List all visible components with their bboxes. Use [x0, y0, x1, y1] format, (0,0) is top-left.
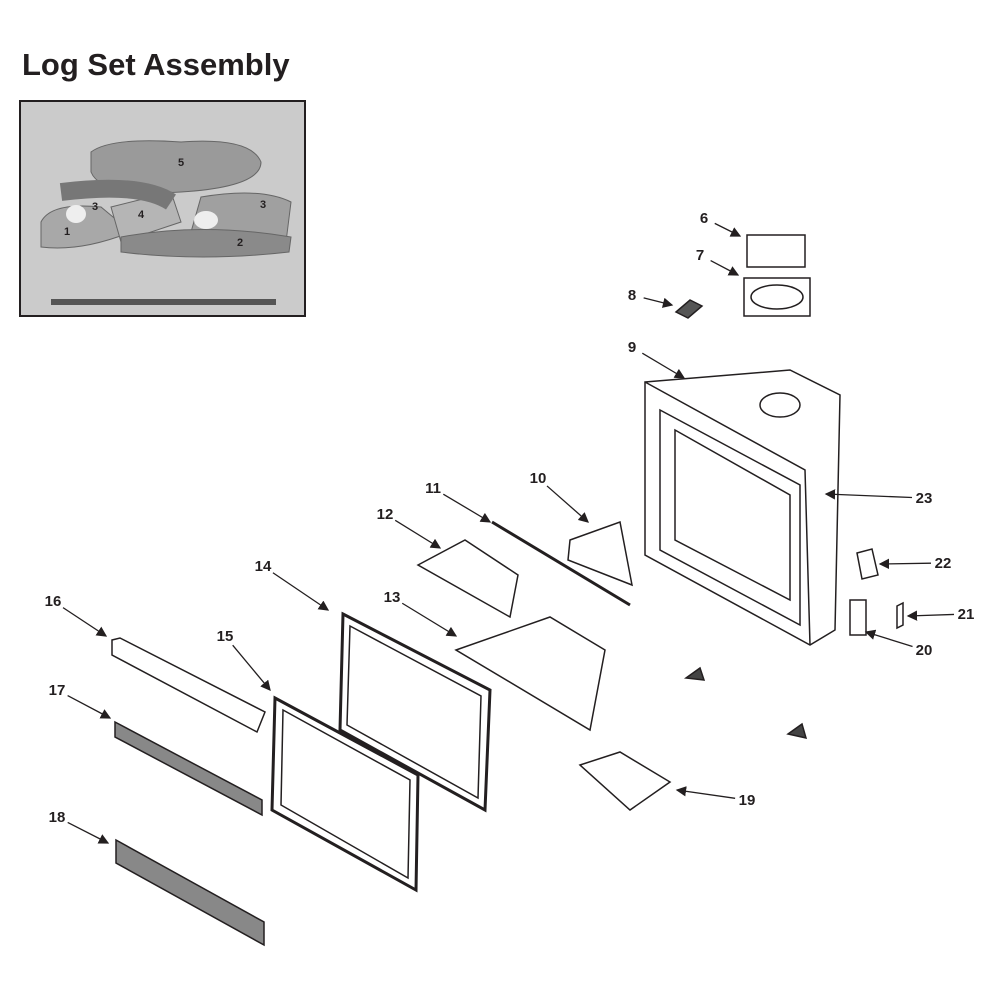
callout-arrow	[272, 572, 330, 611]
part-20-switch	[849, 599, 867, 636]
callout-arrow	[864, 629, 913, 648]
callout-label: 13	[384, 589, 401, 606]
callout-arrow	[62, 607, 108, 637]
callout-arrow	[906, 610, 955, 621]
part-6-cover	[746, 234, 806, 268]
callout-12: 12	[377, 506, 442, 549]
page-title: Log Set Assembly	[22, 47, 290, 82]
callout-arrow	[643, 297, 674, 308]
part-8-bracket	[674, 299, 704, 319]
callout-label: 18	[49, 809, 66, 826]
log-label: 5	[178, 157, 184, 169]
log-label: 4	[138, 209, 145, 221]
callout-21: 21	[906, 606, 975, 623]
callout-arrow	[878, 558, 932, 570]
callout-label: 19	[739, 792, 756, 809]
part-16-trim	[111, 637, 266, 734]
callout-22: 22	[878, 555, 952, 572]
callout-arrow	[442, 493, 492, 523]
callout-label: 12	[377, 506, 394, 523]
callout-17: 17	[49, 682, 112, 719]
callout-arrow	[67, 821, 110, 844]
log-label: 1	[64, 226, 70, 238]
callout-8: 8	[628, 287, 674, 308]
log-label: 2	[237, 237, 243, 249]
callout-19: 19	[675, 786, 756, 809]
part-19-burner	[578, 751, 672, 811]
log-label: 3	[92, 201, 98, 213]
log-set-inset	[19, 100, 306, 317]
part-21-washer	[896, 601, 904, 630]
callout-label: 9	[628, 339, 636, 356]
callout-label: 23	[916, 490, 933, 507]
callout-18: 18	[49, 809, 110, 844]
part-11-rod	[491, 520, 631, 607]
part-10-baffle	[567, 520, 633, 587]
callout-arrow	[710, 260, 740, 276]
callout-label: 8	[628, 287, 636, 304]
callout-23: 23	[824, 489, 933, 507]
callout-arrow	[394, 519, 442, 549]
callout-20: 20	[864, 629, 933, 659]
part-12-plate	[416, 539, 519, 619]
part-13-panel	[454, 616, 606, 732]
callout-label: 14	[255, 558, 272, 575]
callout-arrow	[714, 222, 742, 237]
callout-7: 7	[696, 247, 740, 276]
callout-label: 10	[530, 470, 547, 487]
part-22-plate	[856, 548, 879, 580]
log-label: 3	[260, 199, 266, 211]
callout-9: 9	[628, 339, 686, 379]
callout-label: 17	[49, 682, 66, 699]
callout-arrow	[232, 644, 271, 691]
callout-label: 21	[958, 606, 975, 623]
callout-label: 15	[217, 628, 234, 645]
callout-arrow	[675, 786, 736, 799]
callout-label: 6	[700, 210, 708, 227]
callout-label: 22	[935, 555, 952, 572]
callout-6: 6	[700, 210, 742, 237]
callout-14: 14	[255, 558, 330, 611]
log-set-illustration	[40, 140, 292, 305]
callout-13: 13	[384, 589, 458, 637]
callout-10: 10	[530, 470, 589, 523]
callout-label: 7	[696, 247, 704, 264]
callout-15: 15	[217, 628, 271, 691]
callout-arrow	[401, 602, 458, 637]
callout-label: 16	[45, 593, 62, 610]
part-18-louver	[115, 838, 265, 947]
callout-arrow	[546, 485, 589, 523]
callout-arrow	[824, 489, 913, 500]
callout-arrow	[641, 352, 686, 379]
callout-label: 11	[425, 480, 441, 497]
callout-arrow	[67, 695, 112, 719]
part-17-louver	[114, 720, 263, 817]
callout-16: 16	[45, 593, 108, 637]
callout-11: 11	[425, 480, 492, 523]
callout-label: 20	[916, 642, 933, 659]
